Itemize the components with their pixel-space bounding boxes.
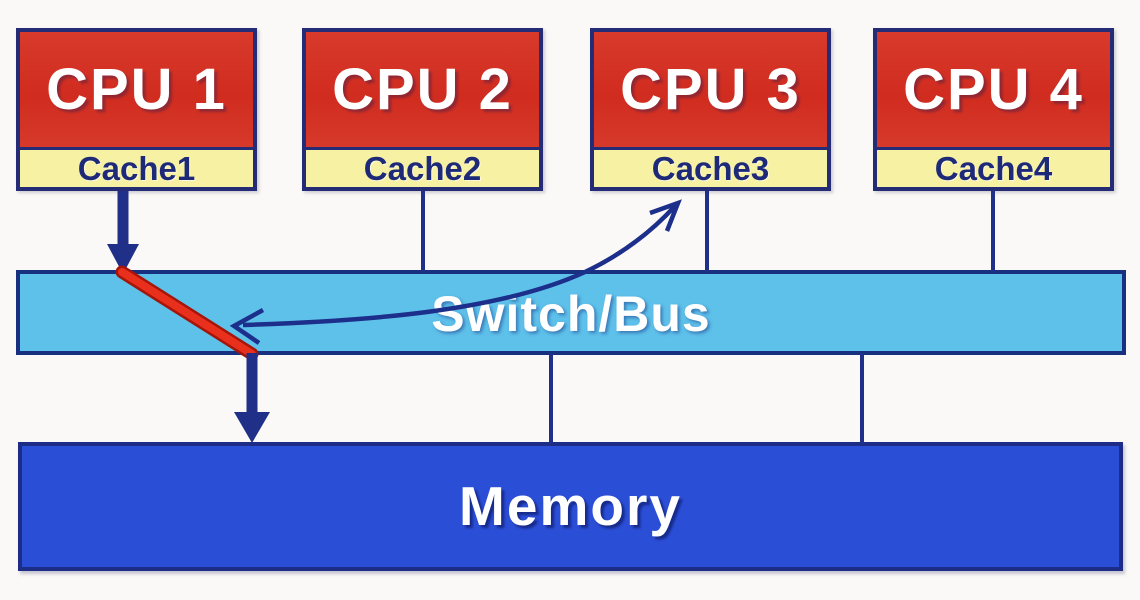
- switch-bus-label: Switch/Bus: [431, 285, 711, 342]
- cpu1-box: CPU 1: [20, 32, 253, 150]
- cpu4-node: CPU 4 Cache4: [873, 28, 1114, 191]
- cache4-label: Cache4: [934, 150, 1053, 187]
- cpu4-box: CPU 4: [877, 32, 1110, 150]
- bus-to-memory-arrow: [234, 353, 270, 443]
- curved-arrowhead-right: [649, 199, 682, 232]
- cache3-label: Cache3: [651, 150, 770, 187]
- cpu3-box: CPU 3: [594, 32, 827, 150]
- cache2-label: Cache2: [363, 150, 482, 187]
- cache1-to-bus-arrow: [107, 191, 139, 274]
- cache4-box: Cache4: [877, 150, 1110, 187]
- cpu4-label: CPU 4: [903, 56, 1084, 122]
- memory-box: Memory: [18, 442, 1123, 571]
- cache3-box: Cache3: [594, 150, 827, 187]
- cpu2-node: CPU 2 Cache2: [302, 28, 543, 191]
- cpu3-label: CPU 3: [620, 56, 801, 122]
- cpu3-node: CPU 3 Cache3: [590, 28, 831, 191]
- cache1-label: Cache1: [77, 150, 196, 187]
- cache2-box: Cache2: [306, 150, 539, 187]
- cpu2-box: CPU 2: [306, 32, 539, 150]
- cache1-box: Cache1: [20, 150, 253, 187]
- cpu1-label: CPU 1: [46, 56, 227, 122]
- cpu2-label: CPU 2: [332, 56, 513, 122]
- cpu1-node: CPU 1 Cache1: [16, 28, 257, 191]
- bus-to-memory-arrowhead: [234, 412, 270, 443]
- memory-label: Memory: [459, 475, 682, 537]
- switch-bus-box: Switch/Bus: [16, 270, 1126, 355]
